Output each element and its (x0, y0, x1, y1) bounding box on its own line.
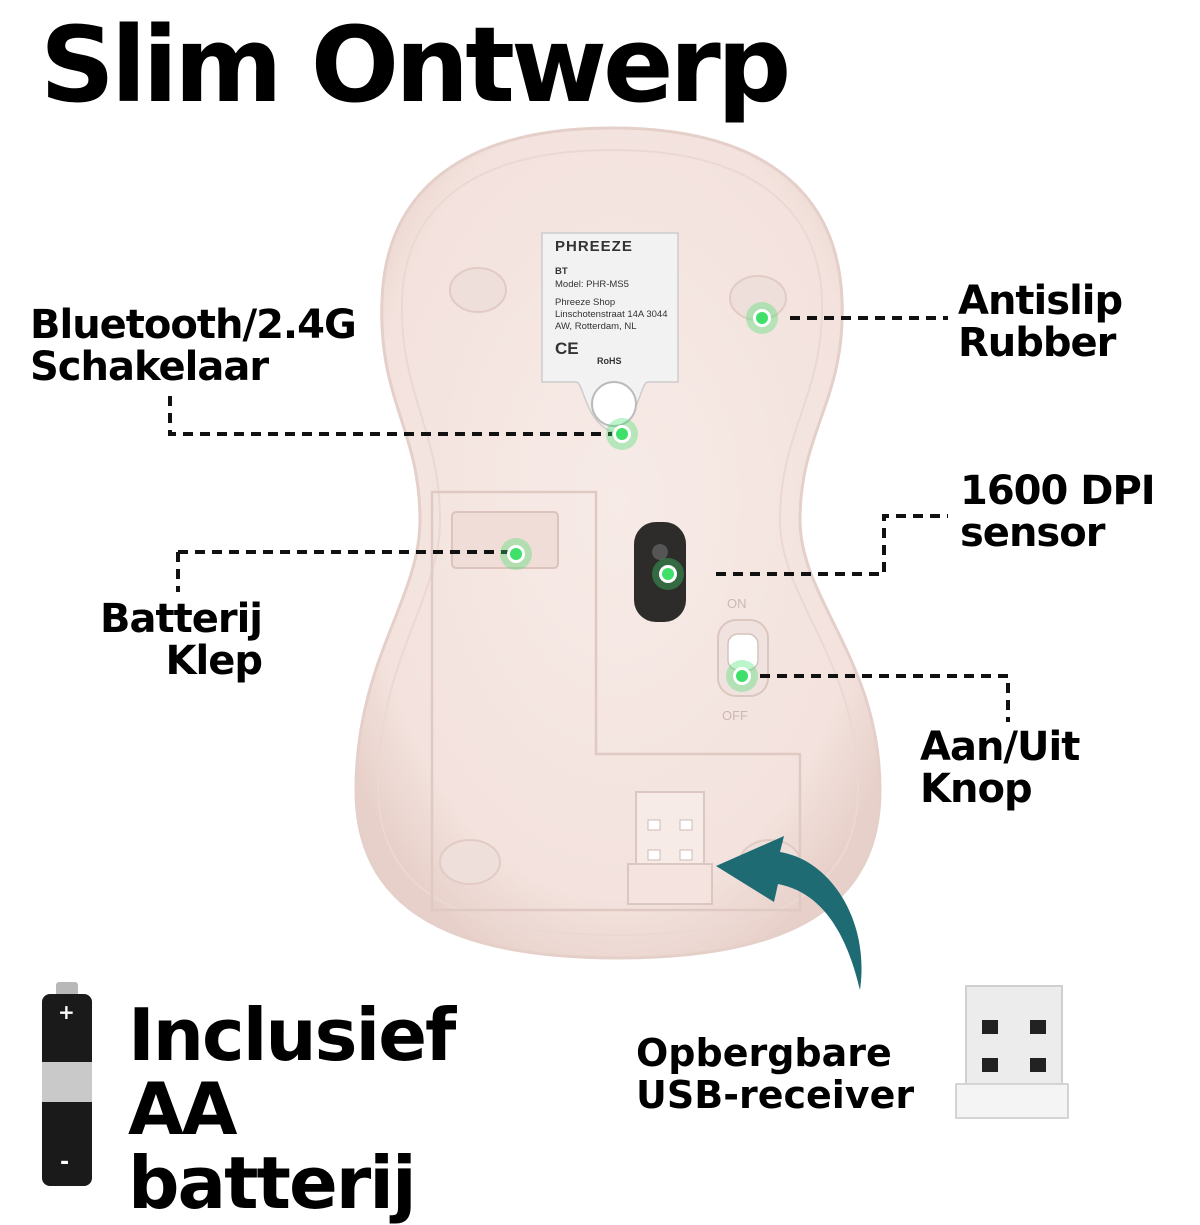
marker-dot-icon (500, 302, 778, 692)
battery-plus: + (58, 1000, 75, 1024)
mouse-body (354, 126, 882, 960)
stored-usb-receiver (627, 791, 713, 905)
curved-arrow-icon (716, 836, 862, 990)
callout-antislip: Antislip Rubber (958, 278, 1123, 366)
battery-minus: - (60, 1150, 70, 1175)
battery-icon (42, 982, 92, 1186)
battery-compartment-outline (430, 490, 802, 912)
callout-battery-cover: Batterij Klep (100, 596, 263, 684)
callout-sensor: 1600 DPI sensor (960, 468, 1156, 556)
page-title: Slim Ontwerp (40, 4, 791, 126)
callout-power-switch: Aan/Uit Knop (920, 724, 1080, 812)
switch-on-label: ON (727, 596, 747, 611)
label-sticker (541, 232, 679, 433)
switch-off-label: OFF (722, 708, 748, 723)
mouse-bottom-illustration (42, 126, 1069, 1186)
callout-bluetooth: Bluetooth/2.4G Schakelaar (30, 302, 357, 390)
battery-cover-latch (451, 511, 559, 569)
mode-switch (591, 381, 637, 427)
rubber-foot-left (449, 267, 507, 313)
callout-usb-receiver: Opbergbare USB-receiver (636, 1031, 915, 1117)
battery-promo-text: Inclusief AA batterij (128, 993, 456, 1225)
usb-receiver-icon (955, 985, 1069, 1119)
